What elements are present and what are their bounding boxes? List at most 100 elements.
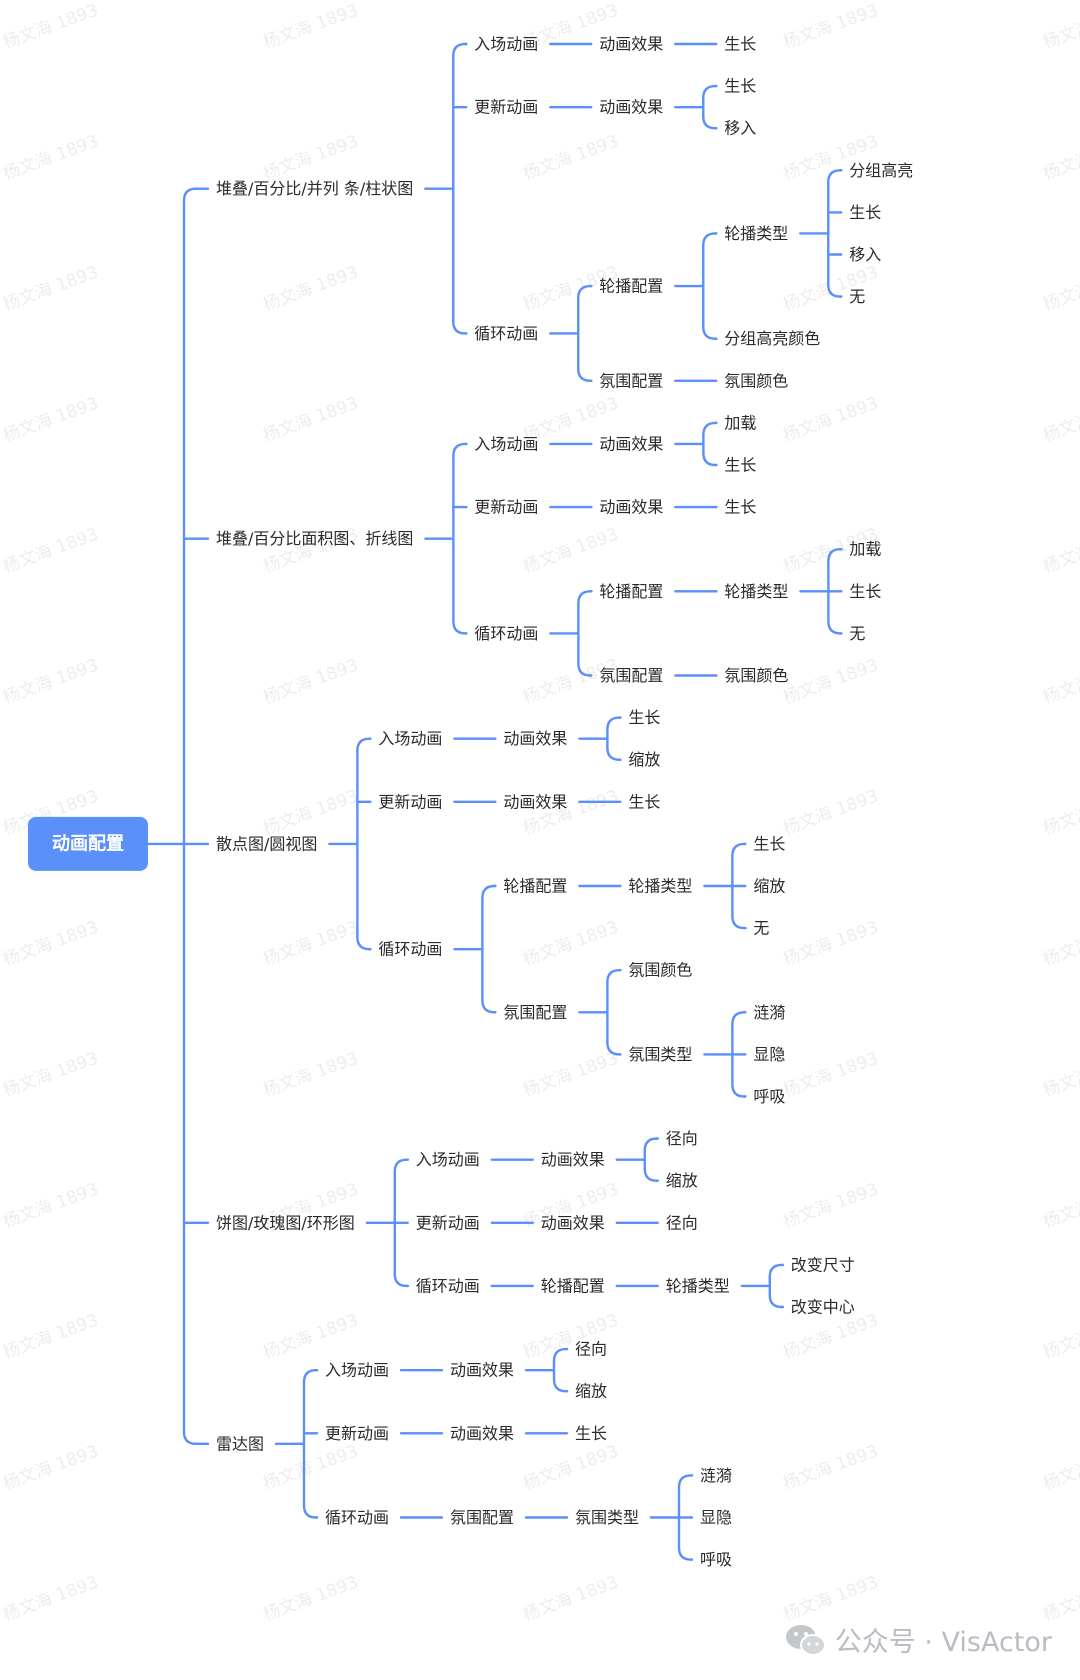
config-node: 缩放	[575, 1382, 607, 1401]
connector-line	[827, 620, 843, 635]
config-node: 氛围颜色	[628, 961, 692, 980]
connector-line	[702, 325, 718, 340]
connector-line	[731, 1083, 747, 1098]
connector-line	[606, 969, 622, 984]
config-node: 氛围配置	[599, 666, 663, 685]
config-node: 入场动画	[325, 1361, 389, 1380]
wechat-icon	[785, 1622, 827, 1658]
config-node: 更新动画	[474, 98, 538, 117]
config-node: 动画效果	[450, 1424, 514, 1443]
category-node: 饼图/玫瑰图/环形图	[216, 1213, 355, 1232]
config-node: 移入	[849, 245, 881, 264]
config-node: 加载	[849, 540, 881, 559]
config-node: 缩放	[628, 750, 660, 769]
config-node: 循环动画	[474, 624, 538, 643]
config-node: 涟漪	[753, 1003, 785, 1022]
config-node: 轮播配置	[503, 877, 567, 896]
connector-line	[768, 1293, 784, 1309]
config-node: 加载	[724, 413, 756, 432]
config-node: 生长	[724, 35, 756, 54]
connector-line	[393, 1272, 409, 1288]
config-node: 改变尺寸	[791, 1255, 855, 1274]
config-node: 动画效果	[450, 1361, 514, 1380]
config-node: 氛围配置	[599, 371, 663, 390]
connector-line	[481, 999, 497, 1014]
category-node: 散点图/圆视图	[216, 834, 317, 853]
config-node: 生长	[628, 792, 660, 811]
config-node: 动画效果	[503, 729, 567, 748]
connector-line	[827, 169, 843, 184]
connector-line	[356, 935, 372, 951]
config-node: 径向	[666, 1213, 698, 1232]
connector-line	[606, 746, 622, 761]
config-node: 循环动画	[416, 1276, 480, 1295]
config-node: 轮播配置	[541, 1276, 605, 1295]
footer: 公众号 · VisActor	[785, 1620, 1052, 1659]
connector-line	[702, 421, 718, 437]
config-node: 更新动画	[416, 1213, 480, 1232]
config-node: 入场动画	[416, 1150, 480, 1169]
category-node: 雷达图	[216, 1434, 264, 1453]
connector-line	[452, 620, 468, 635]
connector-line	[452, 442, 468, 458]
connector-line	[393, 1158, 409, 1173]
connector-line	[452, 42, 468, 58]
config-node: 生长	[724, 456, 756, 475]
connector-line	[702, 451, 718, 467]
connector-line	[302, 1368, 319, 1384]
config-node: 动画效果	[599, 498, 663, 517]
connector-line	[481, 884, 497, 900]
config-node: 呼吸	[753, 1087, 785, 1106]
config-node: 动画效果	[599, 434, 663, 453]
connector-line	[302, 1504, 319, 1519]
config-node: 径向	[575, 1340, 607, 1359]
connector-line	[643, 1167, 659, 1182]
config-node: 动画效果	[503, 792, 567, 811]
root-node-box	[28, 816, 148, 871]
connector-line	[452, 320, 468, 335]
config-node: 更新动画	[325, 1424, 389, 1443]
config-node: 动画效果	[599, 98, 663, 117]
config-node: 入场动画	[474, 434, 538, 453]
connector-line	[577, 367, 593, 382]
connector-line	[577, 662, 593, 677]
config-node: 更新动画	[378, 792, 442, 811]
config-node: 移入	[724, 119, 756, 138]
config-node: 无	[849, 287, 865, 306]
connector-line	[182, 1430, 199, 1446]
config-node: 动画效果	[541, 1213, 605, 1232]
connector-line	[577, 284, 593, 300]
config-node: 径向	[666, 1129, 698, 1148]
config-node: 动画效果	[541, 1150, 605, 1169]
connector-line	[677, 1546, 694, 1561]
connector-line	[552, 1378, 569, 1393]
config-node: 无	[849, 624, 865, 643]
config-node: 入场动画	[474, 35, 538, 54]
config-node: 轮播类型	[724, 582, 788, 601]
connector-line	[731, 914, 747, 930]
config-node: 分组高亮颜色	[724, 329, 820, 348]
config-node: 循环动画	[474, 324, 538, 343]
connector-line	[702, 84, 718, 100]
connector-line	[182, 187, 199, 202]
connector-line	[702, 232, 718, 247]
config-node: 入场动画	[378, 729, 442, 748]
config-node: 显隐	[700, 1508, 732, 1527]
connector-line	[731, 1011, 747, 1026]
config-node: 无	[753, 919, 769, 938]
connector-line	[356, 737, 372, 752]
config-node: 生长	[628, 708, 660, 727]
config-node: 显隐	[753, 1045, 785, 1064]
config-node: 生长	[849, 203, 881, 222]
config-node: 分组高亮	[849, 161, 913, 180]
config-node: 呼吸	[700, 1550, 732, 1569]
config-node: 氛围配置	[450, 1508, 514, 1527]
config-node: 氛围类型	[575, 1508, 639, 1527]
config-node: 循环动画	[378, 940, 442, 959]
config-node: 轮播类型	[724, 224, 788, 243]
connector-line	[577, 590, 593, 605]
connector-line	[606, 716, 622, 731]
category-node: 堆叠/百分比面积图、折线图	[216, 529, 413, 548]
config-node: 轮播类型	[666, 1276, 730, 1295]
